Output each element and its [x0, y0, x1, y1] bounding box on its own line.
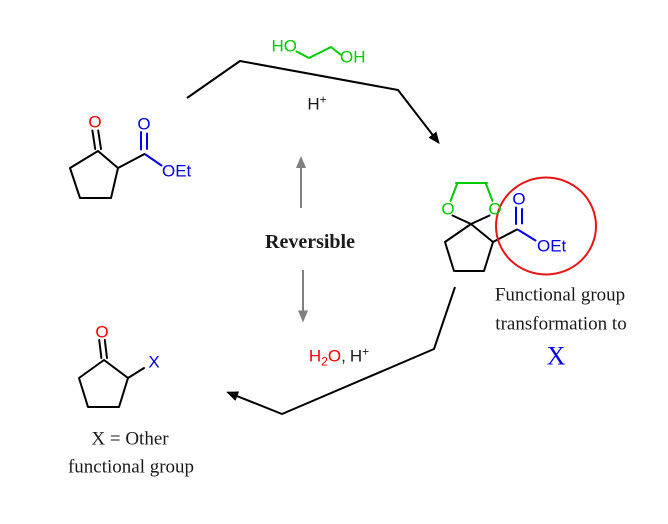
ketal-ester-oxygen-label: O [512, 189, 526, 209]
dioxolane-green-bonds [449, 182, 494, 202]
ketal-ester-oet-label: OEt [537, 236, 567, 256]
h2o-sub: 2 [321, 354, 328, 369]
reactant-ester-o-bond [144, 153, 163, 167]
reactant-ester-double-bond [140, 131, 148, 151]
ketal-ester-double-bond [515, 206, 523, 225]
reactant-carbonyl-bond [117, 153, 146, 169]
fg-note-line2: transformation to [495, 313, 627, 335]
product-x-label: X [148, 352, 160, 372]
reverse-condition-label: H2O,H+ [308, 344, 370, 368]
reactant-ketone-oxygen-label: O [88, 112, 102, 132]
glycol-ho-label: HO [271, 36, 298, 56]
hplus-sup: + [362, 344, 370, 359]
hydrolysis-arrow [226, 286, 456, 415]
product-ketone-double-bond [98, 339, 108, 359]
h-plus-base: H [307, 94, 320, 114]
product-ring-bonds [78, 359, 129, 408]
glycol-oh-label: OH [340, 47, 366, 67]
forward-condition-label: H+ [307, 92, 327, 114]
h2o-h: H [308, 346, 322, 366]
glycol-chain-bonds [295, 46, 342, 59]
reactant-ester-oxygen-label: O [137, 114, 151, 134]
ketal-ester-o-bond [517, 229, 537, 242]
reactant-ketone-double-bond [91, 129, 102, 150]
emphasis-circle [495, 176, 597, 276]
forward-arrow [186, 60, 440, 145]
x-note-line2: functional group [67, 456, 195, 478]
dioxolane-oxygen-left-label: O [441, 199, 455, 219]
ketal-ring-bonds [444, 223, 494, 272]
comma: , [341, 346, 346, 366]
product-ketone-oxygen-label: O [95, 322, 109, 342]
fg-note-line1: Functional group [494, 284, 626, 306]
product-x-bond [127, 367, 145, 379]
fg-note-x: X [546, 341, 566, 371]
dioxolane-oxygen-right-label: O [488, 199, 502, 219]
hplus-base: H [349, 346, 363, 366]
h2o-o: O [327, 346, 342, 366]
reversible-label: Reversible [265, 231, 355, 253]
reactant-ester-oet-label: OEt [162, 161, 192, 181]
reactant-ring-bonds [69, 150, 119, 199]
ketal-spiro-bonds [451, 214, 491, 225]
x-note-line1: X = Other [91, 428, 169, 450]
h-plus-sup: + [319, 92, 327, 107]
